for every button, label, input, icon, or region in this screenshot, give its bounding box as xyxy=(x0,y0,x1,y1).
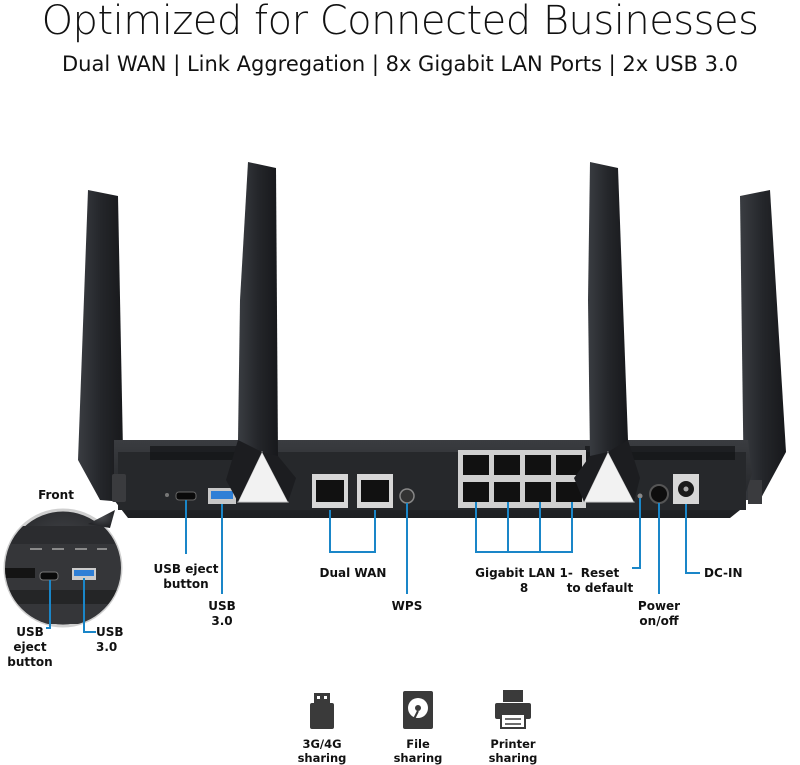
reset-label: Reset to default xyxy=(566,566,634,595)
wps-label: WPS xyxy=(391,599,423,613)
front-usb-eject-label: USB eject button xyxy=(7,625,53,669)
power-label: Power on/off xyxy=(637,599,681,628)
front-usb30-label: USB 3.0 xyxy=(96,625,124,654)
antenna-right-outer xyxy=(740,190,786,504)
page-title: Optimized for Connected Businesses xyxy=(41,0,759,44)
antenna-left-outer xyxy=(78,190,124,502)
feature-printer-label: Printer sharing xyxy=(488,737,538,765)
front-inset xyxy=(3,508,123,628)
callout-lines xyxy=(185,498,700,594)
dc-in-label: DC-IN xyxy=(704,566,743,580)
front-callout-lines xyxy=(46,578,96,633)
front-label: Front xyxy=(38,488,74,502)
feature-file-label: File sharing xyxy=(393,737,443,765)
antenna-left-inner xyxy=(226,162,296,503)
page-subtitle: Dual WAN | Link Aggregation | 8x Gigabit… xyxy=(61,52,739,76)
usb30-label: USB 3.0 xyxy=(208,599,236,628)
dual-wan-label: Dual WAN xyxy=(319,566,387,580)
router-body xyxy=(112,440,752,518)
rear-ports xyxy=(165,450,699,508)
usb-eject-label: USB eject button xyxy=(153,562,219,591)
feature-3g4g-label: 3G/4G sharing xyxy=(297,737,347,765)
gigabit-lan-label: Gigabit LAN 1-8 xyxy=(475,566,573,595)
antenna-right-inner xyxy=(574,162,640,503)
